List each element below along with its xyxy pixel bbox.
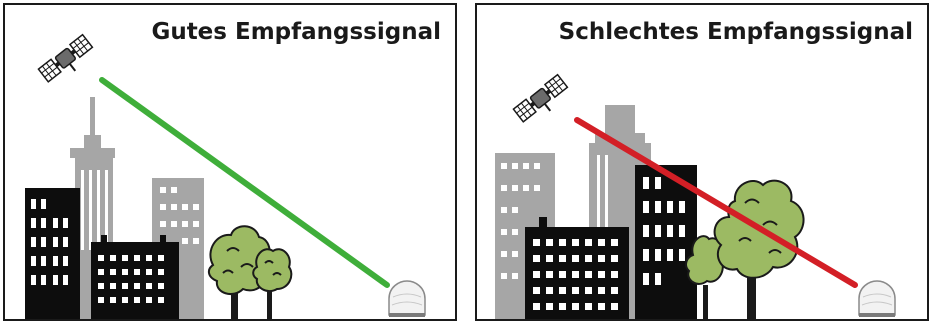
satellite-icon	[513, 75, 572, 128]
black-building-left	[25, 188, 80, 319]
panel-title: Gutes Empfangssignal	[151, 19, 441, 45]
dish-antenna-icon	[859, 281, 895, 317]
satellite-icon	[38, 35, 97, 88]
panel-good-signal: Gutes Empfangssignal	[3, 3, 457, 321]
scene-bad-signal	[477, 5, 927, 319]
panel-title: Schlechtes Empfangssignal	[559, 19, 913, 45]
panel-bad-signal: Schlechtes Empfangssignal	[475, 3, 929, 321]
black-building-low	[91, 235, 179, 319]
scene-good-signal	[5, 5, 455, 319]
tree-small	[253, 249, 291, 319]
dish-antenna-icon	[389, 281, 425, 317]
black-building-low	[525, 217, 629, 319]
